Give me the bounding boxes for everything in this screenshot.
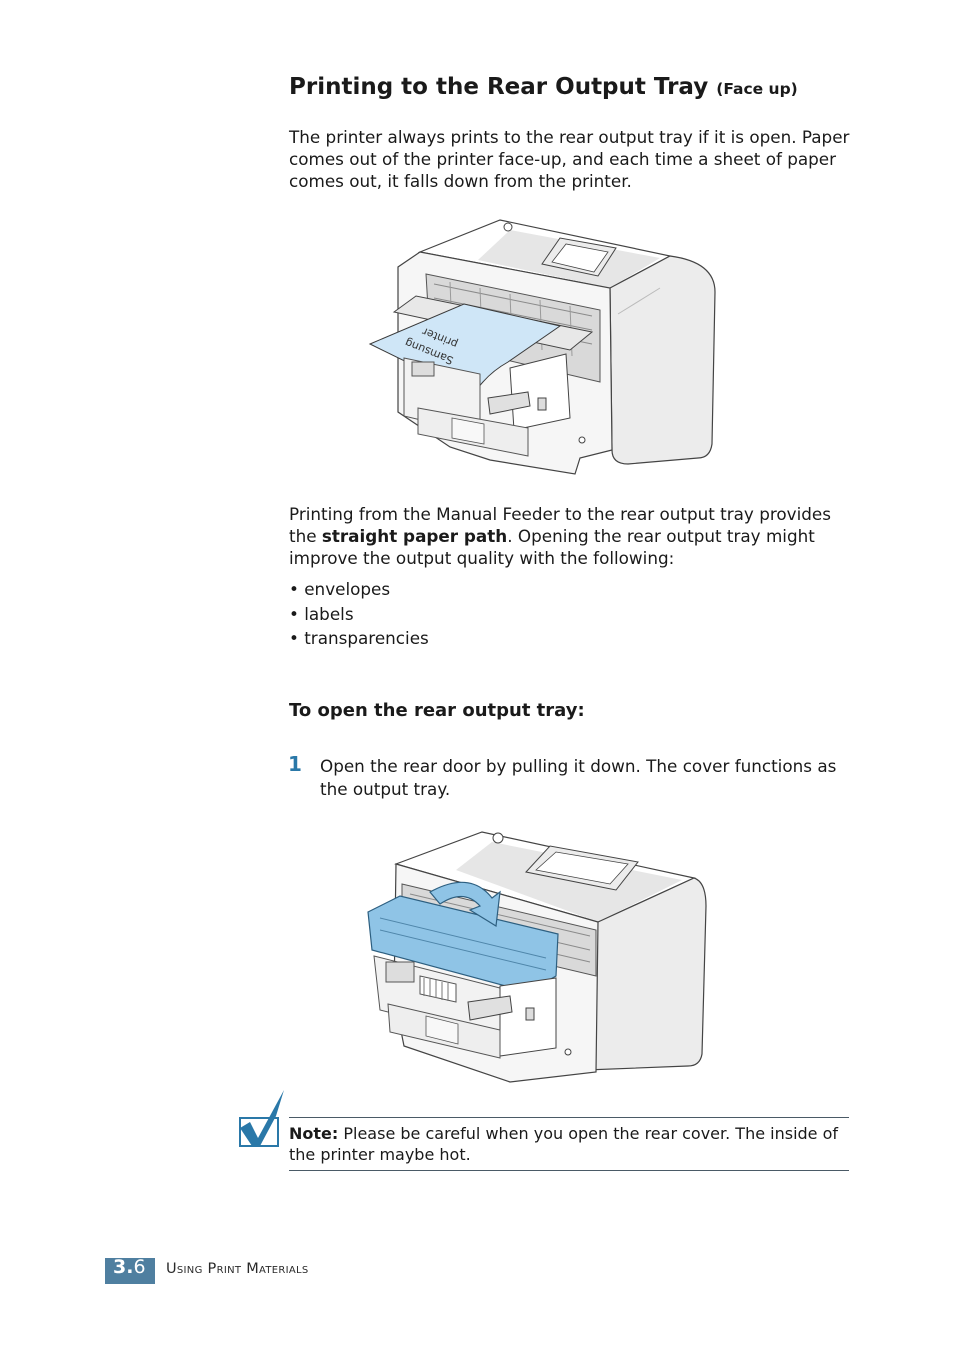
note-label: Note:: [289, 1124, 339, 1143]
page-number-chapter: 3.: [113, 1256, 134, 1278]
page-number-badge: [105, 1258, 155, 1284]
step-number: 1: [288, 752, 302, 776]
printer-face-up-illustration: Samsung printer: [368, 219, 716, 475]
step-text: Open the rear door by pulling it down. T…: [320, 756, 837, 799]
manual-feeder-paragraph: Printing from the Manual Feeder to the r…: [289, 503, 859, 569]
section-title: Printing to the Rear Output Tray (Face u…: [289, 74, 798, 100]
printer-open-rear-door-illustration: [367, 831, 707, 1083]
note-bottom-rule: [289, 1170, 849, 1171]
note-checkmark-icon: [239, 1090, 284, 1147]
footer-chapter-title: Using Print Materials: [166, 1261, 309, 1277]
manual-feeder-text-before: Printing from the Manual Feeder to the r…: [289, 504, 831, 546]
note-text: Note: Please be careful when you open th…: [289, 1123, 854, 1165]
note-body: Please be careful when you open the rear…: [289, 1124, 839, 1164]
page-number-page: 6: [133, 1256, 146, 1278]
manual-feeder-text-after: . Opening the rear output tray might imp…: [289, 526, 815, 568]
intro-paragraph: The printer always prints to the rear ou…: [289, 127, 850, 191]
section-title-text: Printing to the Rear Output Tray: [289, 74, 709, 100]
bullet-labels: • labels: [289, 603, 354, 624]
subheading: To open the rear output tray:: [289, 700, 585, 721]
note-top-rule: [289, 1117, 849, 1118]
page-number: 3.6: [113, 1256, 146, 1278]
bullet-envelopes: • envelopes: [289, 579, 391, 599]
section-title-suffix: (Face up): [716, 80, 798, 98]
bullet-transparencies: • transparencies: [289, 628, 429, 648]
straight-paper-path-bold: straight paper path: [321, 526, 508, 546]
media-bullet-list: • envelopes • labels • transparencies: [289, 577, 429, 651]
